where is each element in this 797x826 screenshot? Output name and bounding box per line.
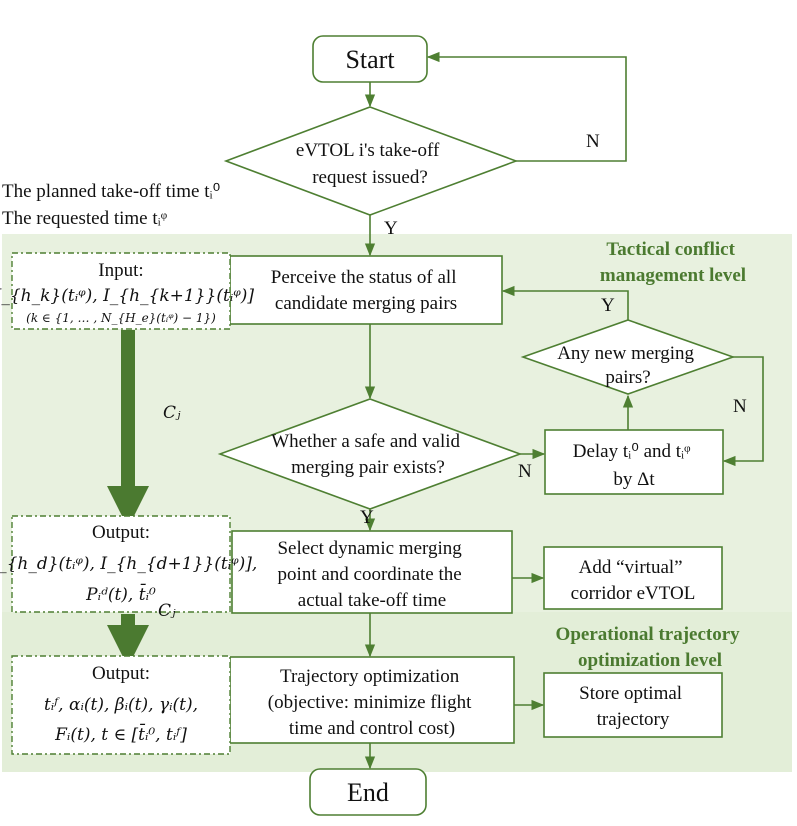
end-label: End — [347, 778, 389, 807]
requested-time-note: The requested time tᵢᵠ — [2, 208, 168, 229]
output-2-title: Output: — [92, 663, 150, 684]
delay-box — [544, 429, 724, 495]
perceive-status-text: Perceive the status of all candidate mer… — [271, 267, 461, 314]
input-title: Input: — [98, 260, 143, 281]
input-expression: [I_{h_k}(tᵢᵠ), I_{h_{k+1}}(tᵢᵠ)] — [0, 286, 254, 306]
add-virtual-text: Add “virtual” corridor eVTOL — [571, 557, 696, 604]
select-merging-point-text: Select dynamic merging point and coordin… — [277, 538, 466, 611]
operational-level-title: Operational trajectory optimization leve… — [556, 624, 745, 671]
output-panel-2 — [11, 655, 231, 755]
trajectory-optimization-box — [229, 656, 515, 744]
take-off-request-decision — [223, 106, 519, 216]
request-yes-label: Y — [384, 218, 398, 239]
add-virtual-box — [543, 546, 723, 610]
any-new-pairs-decision — [520, 319, 736, 395]
c-j-label-2: Cⱼ — [158, 601, 176, 621]
store-trajectory-text: Store optimal trajectory — [579, 683, 687, 730]
any-new-no-label: N — [733, 396, 747, 417]
take-off-request-text: eVTOL i's take-off request issued? — [296, 140, 444, 188]
output-1-expression-1: [I_{h_d}(tᵢᵠ), I_{h_{d+1}}(tᵢᵠ)], — [0, 554, 257, 574]
output-1-expression-2: Pᵢᵈ(t), t̄ᵢ⁰ — [85, 582, 156, 605]
output-panel-1 — [11, 515, 231, 613]
planned-take-off-note: The planned take-off time tᵢ⁰ — [2, 181, 220, 202]
c-j-label-1: Cⱼ — [163, 403, 181, 423]
trajectory-optimization-text: Trajectory optimization (objective: mini… — [268, 666, 476, 739]
safe-yes-label: Y — [360, 507, 374, 528]
safe-no-label: N — [518, 461, 532, 482]
any-new-yes-label: Y — [601, 295, 615, 316]
tactical-level-title: Tactical conflict management level — [600, 239, 746, 286]
end-node — [309, 768, 427, 816]
delay-text: Delay tᵢ⁰ and tᵢᵠ by Δt — [573, 441, 696, 490]
select-merging-point-box — [231, 530, 513, 614]
request-no-label: N — [586, 131, 600, 152]
input-range: (k ∈ {1, … , N_{H_e}(tᵢᵠ) − 1}) — [26, 311, 216, 325]
start-label: Start — [345, 45, 395, 74]
output-1-title: Output: — [92, 522, 150, 543]
input-panel — [11, 252, 231, 330]
safe-valid-text: Whether a safe and valid merging pair ex… — [271, 431, 465, 478]
output-2-expression-2: Fᵢ(t), t ∈ [t̄ᵢ⁰, tᵢᶠ] — [54, 722, 187, 745]
any-new-pairs-text: Any new merging pairs? — [557, 343, 699, 388]
output-2-expression-1: tᵢᶠ, αᵢ(t), βᵢ(t), γᵢ(t), — [44, 695, 198, 715]
store-trajectory-box — [543, 672, 723, 738]
